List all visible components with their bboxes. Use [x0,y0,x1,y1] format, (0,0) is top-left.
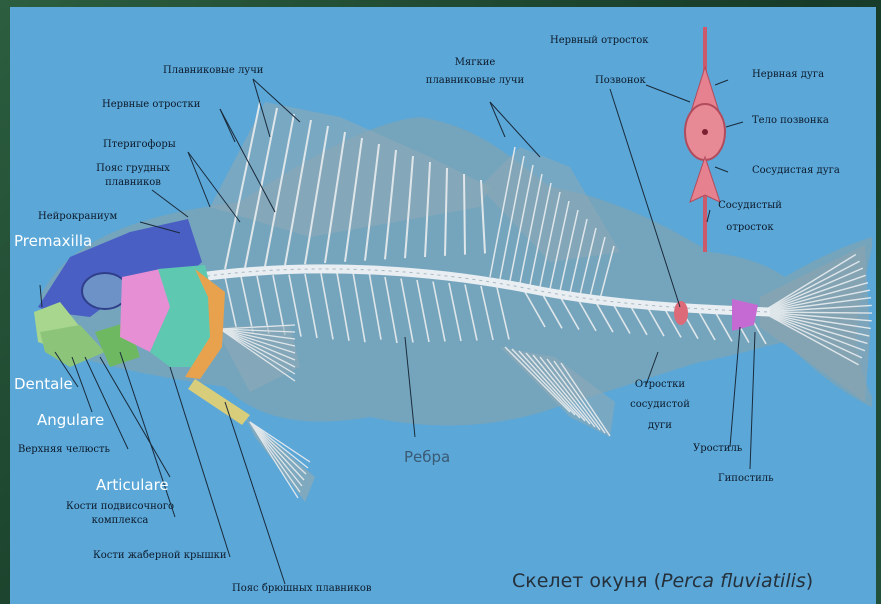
label-pectoral-girdle-line1: Пояс грудных [78,163,188,175]
label-pterygiophores: Птеригофоры [103,139,176,151]
label-inset-neural-spine: Нервный отросток [550,35,649,47]
caption-latin-name: Perca fluviatilis [661,570,806,592]
label-pectoral-girdle-line2: плавников [78,177,188,189]
label-vertebra: Позвонок [595,75,646,87]
label-soft-rays-line1: Мягкие [420,57,530,69]
label-angulare: Angulare [37,412,104,428]
label-inset-neural-arch: Нервная дуга [752,69,824,81]
label-inset-haemal-spine-line1: Сосудистый [710,200,790,212]
label-neurocranium: Нейрокраниум [38,211,117,223]
caption-prefix: Скелет окуня ( [512,570,661,592]
label-urostyle: Уростиль [693,443,742,455]
label-upper-jaw: Верхняя челюсть [18,444,110,456]
label-inset-haemal-spine-line2: отросток [710,222,790,234]
label-hypostyle: Гипостиль [718,473,774,485]
label-opercular: Кости жаберной крышки [93,550,227,562]
eye-orbit [82,273,128,309]
vertebra-inset [685,27,725,252]
label-hyomandibular-line2: комплекса [50,515,190,527]
diagram-caption: Скелет окуня (Perca fluviatilis) [512,570,813,592]
label-inset-centrum: Тело позвонка [752,115,829,127]
label-hyomandibular-line1: Кости подвисочного [50,501,190,513]
label-premaxilla: Premaxilla [14,233,92,249]
highlighted-vertebra [674,301,688,325]
label-haemal-processes-line3: дуги [620,420,700,432]
label-inset-haemal-arch: Сосудистая дуга [752,165,840,177]
caption-suffix: ) [806,570,813,592]
label-ribs: Ребра [404,449,450,465]
diagram-panel: Плавниковые лучи Нервные отростки Птериг… [10,7,876,604]
label-neural-processes: Нервные отростки [102,99,200,111]
label-soft-rays-line2: плавниковые лучи [405,75,545,87]
label-dentale: Dentale [14,376,73,392]
label-articulare: Articulare [96,477,169,493]
label-haemal-processes-line1: Отростки [620,379,700,391]
label-fin-rays: Плавниковые лучи [163,65,263,77]
label-haemal-processes-line2: сосудистой [620,399,700,411]
label-pelvic-girdle: Пояс брюшных плавников [232,583,372,595]
